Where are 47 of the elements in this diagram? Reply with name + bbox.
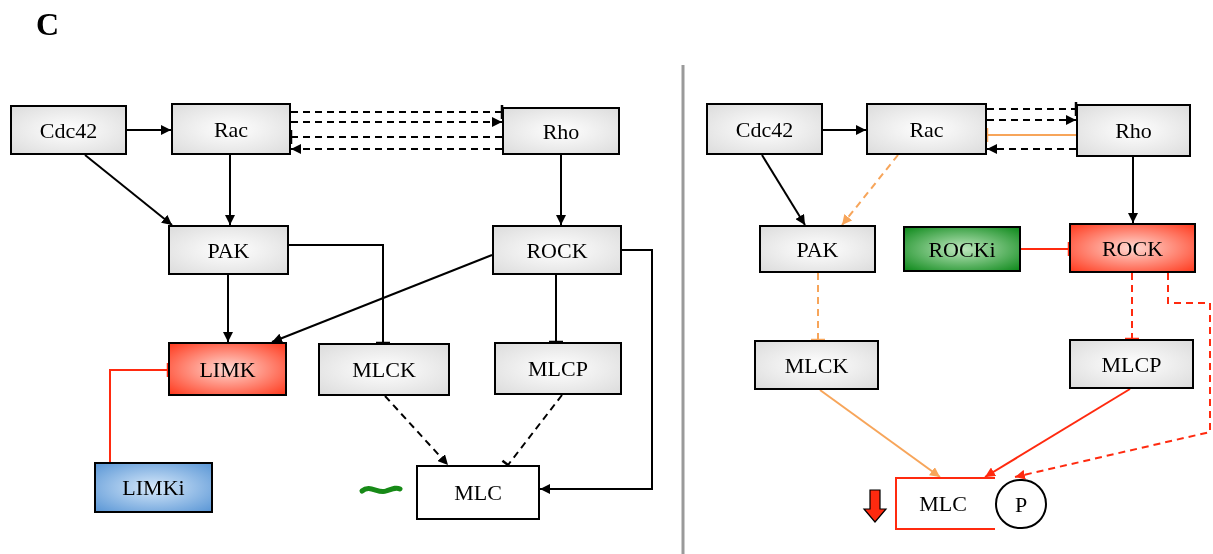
protein-box: PAK — [759, 225, 876, 273]
inhibition-line — [547, 274, 565, 344]
protein-box: MLCK — [754, 340, 879, 390]
protein-box: Rho — [1076, 104, 1191, 157]
arrow — [290, 144, 503, 154]
arrow — [986, 115, 1077, 125]
arrow — [986, 144, 1077, 154]
protein-box: Cdc42 — [10, 105, 127, 155]
protein-box: MLCP — [1069, 339, 1194, 389]
inhibition-line — [1020, 240, 1071, 258]
protein-box: MLC — [895, 477, 995, 530]
inhibition-line — [986, 100, 1078, 118]
inhibition-line — [809, 272, 827, 342]
arrow — [290, 117, 503, 127]
arrow — [556, 154, 566, 226]
arrow — [984, 388, 1131, 478]
arrow — [384, 395, 449, 466]
protein-box: PAK — [168, 225, 289, 275]
inhibition-line — [109, 361, 170, 463]
panel-letter: C — [36, 8, 60, 40]
protein-box: Cdc42 — [706, 103, 823, 155]
inhibition-line — [288, 244, 392, 345]
inhibition-line — [1123, 272, 1141, 341]
protein-box: MLC — [416, 465, 540, 520]
arrow — [539, 249, 653, 494]
protein-box: ROCK — [492, 225, 622, 275]
protein-box: LIMK — [168, 342, 287, 396]
protein-box: Rho — [502, 107, 620, 155]
protein-box: MLCK — [318, 343, 450, 396]
inhibitor-box: ROCKi — [903, 226, 1021, 272]
protein-box: Rac — [866, 103, 987, 155]
arrow — [1014, 272, 1211, 480]
arrow — [84, 154, 173, 226]
protein-box: MLCP — [494, 342, 622, 395]
arrow — [271, 254, 493, 343]
arrow — [223, 274, 233, 343]
arrow — [819, 389, 941, 478]
arrow — [761, 154, 806, 226]
inhibitor-box: LIMKi — [94, 462, 213, 513]
arrow — [1128, 156, 1138, 224]
arrow — [841, 154, 899, 226]
protein-box: Rac — [171, 103, 291, 155]
inhibition-line — [290, 103, 504, 121]
arrow — [822, 125, 867, 135]
arrow — [225, 154, 235, 226]
arrow — [126, 125, 172, 135]
protein-box: ROCK — [1069, 223, 1196, 273]
